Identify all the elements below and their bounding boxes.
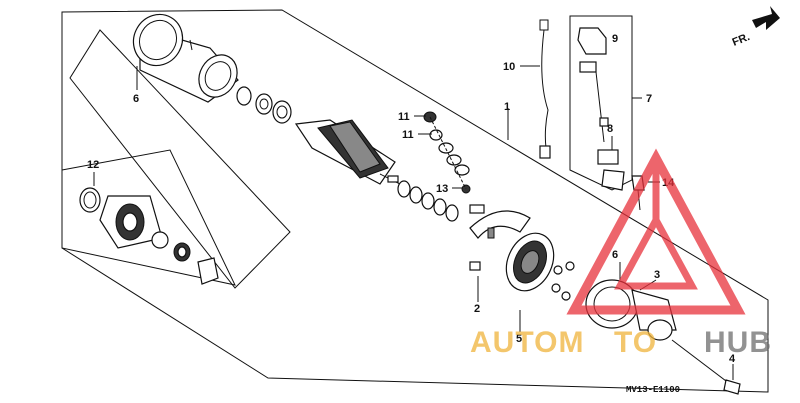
diagram-code: MV13-E1100 bbox=[626, 385, 680, 395]
shaft-washers bbox=[397, 180, 459, 222]
callout-2: 2 bbox=[474, 303, 480, 315]
small-hardware bbox=[551, 261, 575, 301]
armature bbox=[294, 119, 401, 185]
callout-11-upper: 11 bbox=[398, 111, 410, 123]
callout-6-cover: 6 bbox=[612, 249, 618, 261]
brush-lead bbox=[539, 19, 551, 159]
motor-yoke bbox=[132, 13, 239, 103]
callout-8: 8 bbox=[607, 123, 613, 135]
callout-4: 4 bbox=[729, 353, 736, 365]
callout-11-lower: 11 bbox=[402, 129, 414, 141]
watermark-text-left: AUTOM bbox=[470, 326, 584, 359]
brush-holder bbox=[469, 204, 531, 271]
callout-9: 9 bbox=[612, 33, 618, 45]
terminal-cap bbox=[577, 27, 607, 55]
rear-cover bbox=[79, 187, 219, 285]
callout-13: 13 bbox=[436, 183, 448, 195]
mounting-housing bbox=[585, 279, 677, 341]
yoke-group-outline bbox=[69, 29, 291, 289]
callout-12: 12 bbox=[87, 159, 99, 171]
callout-1: 1 bbox=[504, 101, 510, 113]
front-direction-indicator: FR. bbox=[731, 6, 780, 49]
terminal-nut-stack bbox=[423, 111, 471, 194]
long-bolt bbox=[671, 339, 741, 395]
callout-5: 5 bbox=[516, 333, 522, 345]
watermark-text-right: HUB bbox=[704, 326, 772, 359]
watermark-triangle-icon bbox=[566, 148, 746, 315]
callout-6-yoke: 6 bbox=[133, 93, 139, 105]
washer-stack-front bbox=[236, 86, 292, 124]
callout-3: 3 bbox=[654, 269, 660, 281]
direction-arrow-icon bbox=[752, 6, 780, 30]
rear-cover-group-outline bbox=[61, 149, 236, 286]
callout-7: 7 bbox=[646, 93, 652, 105]
terminal-bolt bbox=[579, 61, 625, 191]
watermark-text-middle: TO bbox=[614, 326, 657, 359]
callout-10: 10 bbox=[503, 61, 515, 73]
watermark: AUTOM TO HUB bbox=[470, 148, 772, 359]
direction-label: FR. bbox=[731, 31, 752, 49]
front-cover bbox=[505, 232, 555, 292]
